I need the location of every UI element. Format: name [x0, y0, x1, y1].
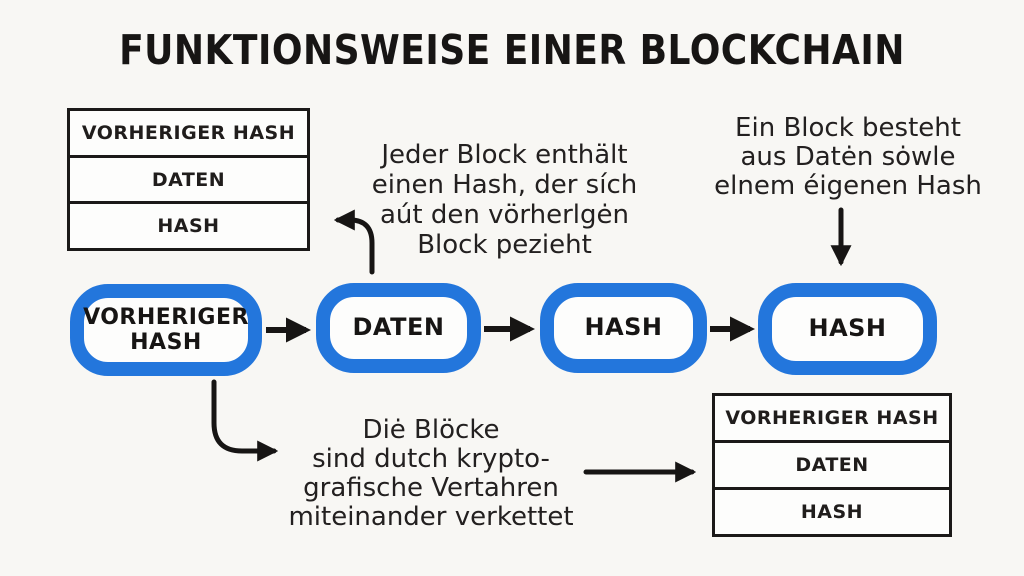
annotation-line: Jeder Block enthält [381, 140, 628, 170]
stack-row-daten: DATEN [715, 440, 949, 487]
annotation-line: Ein Block besteht [735, 113, 961, 143]
annotation-line: Block pezieht [417, 230, 592, 260]
stack-row-vorheriger-hash: VORHERIGER HASH [81, 121, 296, 144]
block-structure-box-bottom-right: VORHERIGER HASH DATEN HASH [712, 393, 952, 537]
annotation-line: miteinander verkettet [288, 502, 574, 532]
arrow-block1-to-bottom-note [211, 379, 279, 462]
chain-block-hash-2: HASH [758, 283, 937, 375]
block-structure-box-top-left: VORHERIGER HASH DATEN HASH [67, 108, 310, 251]
chain-block-hash-1: HASH [540, 283, 707, 373]
annotation-line: Diė Blöcke [362, 415, 500, 445]
annotation-bottom-middle: Diė Blöcke sind dutch krypto- grafische … [266, 416, 596, 532]
annotation-line: elnem éigenen Hash [714, 171, 982, 201]
annotation-line: sind dutch krypto- [312, 444, 550, 474]
annotation-top-middle: Jeder Block enthält einen Hash, der sích… [352, 140, 657, 260]
stack-row-vorheriger-hash: VORHERIGER HASH [725, 407, 939, 429]
chain-block-label: DATEN [352, 313, 445, 342]
annotation-line: aus Datėn sȯwle [740, 142, 956, 172]
annotation-top-right: Ein Block besteht aus Datėn sȯwle elnem … [698, 114, 998, 201]
page-title: FUNKTIONSWEISE EINER BLOCKCHAIN [119, 26, 905, 74]
annotation-line: aút den vörherlgėn [379, 200, 629, 230]
chain-block-daten: DATEN [316, 283, 481, 373]
stack-row-hash: HASH [715, 487, 949, 534]
chain-block-label: HASH [808, 314, 887, 343]
stack-row-daten: DATEN [70, 154, 307, 202]
annotation-line: einen Hash, der sích [371, 170, 638, 200]
chain-block-vorheriger-hash: VORHERIGER HASH [70, 284, 262, 376]
stack-row-hash: HASH [70, 201, 307, 248]
chain-block-label: HASH [584, 313, 663, 342]
chain-block-label: VORHERIGER HASH [83, 304, 249, 355]
annotation-line: grafische Vertahren [303, 473, 559, 503]
